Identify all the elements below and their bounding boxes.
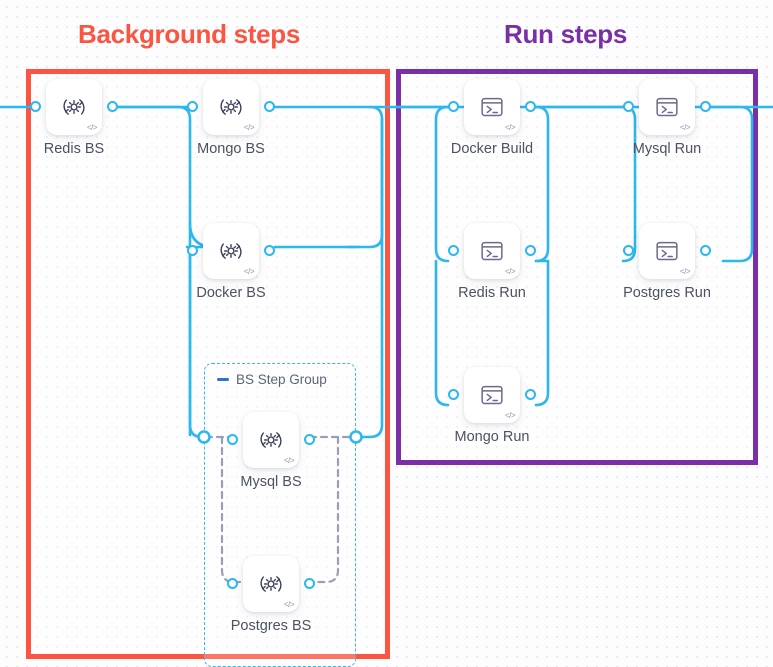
port-in-mongo-bs[interactable] (187, 101, 198, 112)
minus-icon[interactable] (217, 378, 229, 381)
node-card-mongo-run[interactable]: </> (464, 367, 520, 423)
node-label-postgres-run: Postgres Run (623, 285, 711, 301)
node-label-mysql-bs: Mysql BS (240, 474, 302, 490)
node-label-docker-bs: Docker BS (196, 285, 266, 301)
wire-left-down-to-mongo-run (434, 259, 450, 407)
node-label-docker-build: Docker Build (450, 141, 534, 157)
code-badge-icon[interactable]: </> (243, 267, 255, 276)
bs-step-group-title: BS Step Group (236, 372, 327, 387)
node-label-mongo-run: Mongo Run (454, 429, 530, 445)
code-badge-icon[interactable]: </> (679, 123, 691, 132)
node-card-postgres-run[interactable]: </> (639, 223, 695, 279)
node-mysql-run[interactable]: </> Mysql Run (623, 79, 711, 157)
wire-mysql-bs-to-postgres-bs-right (308, 435, 340, 584)
port-out-docker-bs[interactable] (264, 245, 275, 256)
background-steps-heading: Background steps (78, 19, 301, 49)
port-in-docker-build[interactable] (448, 101, 459, 112)
node-mongo-bs[interactable]: </> Mongo BS (187, 79, 275, 157)
code-badge-icon[interactable]: </> (504, 123, 516, 132)
node-card-mysql-bs[interactable]: </> (243, 412, 299, 468)
node-label-mysql-run: Mysql Run (632, 141, 702, 157)
port-in-postgres-bs[interactable] (227, 578, 238, 589)
terminal-icon (477, 236, 507, 266)
terminal-icon (652, 236, 682, 266)
node-postgres-run[interactable]: </> Postgres Run (623, 223, 711, 301)
port-out-mysql-run[interactable] (700, 101, 711, 112)
run-steps-heading: Run steps (504, 19, 627, 49)
node-mongo-run[interactable]: </> Mongo Run (448, 367, 536, 445)
node-card-mongo-bs[interactable]: </> (203, 79, 259, 135)
port-in-redis-bs[interactable] (30, 101, 41, 112)
port-out-docker-build[interactable] (525, 101, 536, 112)
port-out-mysql-bs[interactable] (304, 434, 315, 445)
port-in-mysql-run[interactable] (623, 101, 634, 112)
port-out-postgres-run[interactable] (700, 245, 711, 256)
node-label-redis-bs: Redis BS (43, 141, 105, 157)
gear-sync-icon (216, 92, 246, 122)
wire-left-down-to-redis-run (434, 105, 450, 263)
node-label-redis-run: Redis Run (458, 285, 526, 301)
port-in-mysql-bs[interactable] (227, 434, 238, 445)
terminal-icon (652, 92, 682, 122)
wire-redis-bs-trunk (116, 105, 192, 437)
port-out-mongo-run[interactable] (525, 389, 536, 400)
node-redis-bs[interactable]: </> Redis BS (30, 79, 118, 157)
node-card-mysql-run[interactable]: </> (639, 79, 695, 135)
wire-to-docker-bs-right (345, 105, 384, 249)
port-in-docker-bs[interactable] (187, 245, 198, 256)
port-out-redis-run[interactable] (525, 245, 536, 256)
node-card-docker-bs[interactable]: </> (203, 223, 259, 279)
node-card-redis-bs[interactable]: </> (46, 79, 102, 135)
code-badge-icon[interactable]: </> (504, 267, 516, 276)
port-stepgroup-right (349, 430, 363, 444)
background-steps-box (26, 69, 390, 659)
gear-sync-icon (59, 92, 89, 122)
gear-sync-icon (216, 236, 246, 266)
code-badge-icon[interactable]: </> (504, 411, 516, 420)
wire-docker-build-down-a (534, 105, 550, 263)
wire-trunk-to-stepgroup (188, 245, 206, 439)
wire-right-down-to-mongo-run (534, 259, 550, 407)
wire-mysql-bs-to-postgres-bs-left (220, 435, 242, 584)
node-mysql-bs[interactable]: </> Mysql BS (227, 412, 315, 490)
node-card-postgres-bs[interactable]: </> (243, 556, 299, 612)
node-docker-build[interactable]: </> Docker Build (448, 79, 536, 157)
terminal-icon (477, 380, 507, 410)
port-in-redis-run[interactable] (448, 245, 459, 256)
port-out-redis-bs[interactable] (107, 101, 118, 112)
port-out-mongo-bs[interactable] (264, 101, 275, 112)
port-in-postgres-run[interactable] (623, 245, 634, 256)
node-redis-run[interactable]: </> Redis Run (448, 223, 536, 301)
gear-sync-icon (256, 569, 286, 599)
bs-step-group-header[interactable]: BS Step Group (217, 372, 327, 387)
wire-mysql-run-to-postgres-run (709, 105, 754, 263)
port-stepgroup-left (197, 430, 211, 444)
wire-right-trunk-to-stepgroup (354, 117, 384, 439)
node-label-postgres-bs: Postgres BS (230, 618, 312, 634)
code-badge-icon[interactable]: </> (283, 600, 295, 609)
node-docker-bs[interactable]: </> Docker BS (187, 223, 275, 301)
port-out-postgres-bs[interactable] (304, 578, 315, 589)
code-badge-icon[interactable]: </> (86, 123, 98, 132)
node-card-docker-build[interactable]: </> (464, 79, 520, 135)
code-badge-icon[interactable]: </> (679, 267, 691, 276)
node-postgres-bs[interactable]: </> Postgres BS (227, 556, 315, 634)
port-in-mongo-run[interactable] (448, 389, 459, 400)
code-badge-icon[interactable]: </> (283, 456, 295, 465)
gear-sync-icon (256, 425, 286, 455)
node-card-redis-run[interactable]: </> (464, 223, 520, 279)
node-label-mongo-bs: Mongo BS (197, 141, 265, 157)
terminal-icon (477, 92, 507, 122)
code-badge-icon[interactable]: </> (243, 123, 255, 132)
wire-mysql-left-down-postgres (621, 105, 637, 263)
